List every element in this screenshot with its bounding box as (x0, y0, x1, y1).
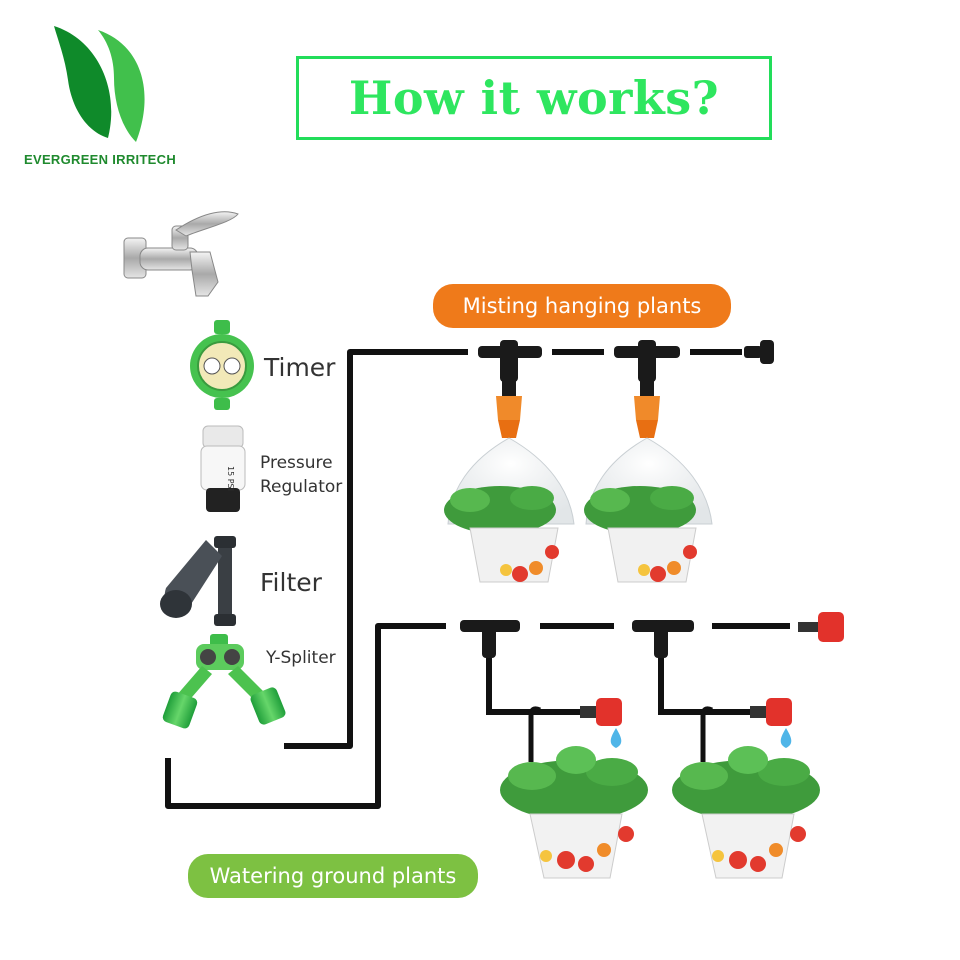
tee-connector-icon (478, 340, 542, 382)
strawberry-plant-icon (672, 746, 820, 878)
end-plug-icon (744, 340, 774, 364)
water-drop-icon (781, 728, 792, 748)
faucet-icon (124, 212, 238, 296)
timer-label: Timer (264, 353, 335, 382)
dripper-icon (798, 612, 844, 642)
dripper-icon (580, 698, 622, 726)
strawberry-plant-icon (444, 438, 574, 582)
strawberry-plant-icon (500, 746, 648, 878)
misting-section-label: Misting hanging plants (433, 284, 731, 328)
watering-section-label: Watering ground plants (188, 854, 478, 898)
pressure-regulator-label: Pressure Regulator (260, 451, 370, 499)
tee-connector-icon (460, 620, 520, 658)
filter-icon (160, 536, 236, 626)
pressure-badge-text: 15 PSI (226, 466, 235, 491)
water-drop-icon (611, 728, 622, 748)
mist-nozzle-icon (634, 380, 660, 438)
pressure-regulator-icon (201, 426, 245, 512)
mist-nozzle-icon (496, 380, 522, 438)
y-splitter-label: Y-Spliter (266, 648, 336, 668)
tee-connector-icon (614, 340, 680, 382)
strawberry-plant-icon (584, 438, 712, 582)
filter-label: Filter (260, 568, 322, 597)
tee-connector-icon (632, 620, 694, 658)
dripper-icon (750, 698, 792, 726)
timer-icon (190, 320, 254, 410)
